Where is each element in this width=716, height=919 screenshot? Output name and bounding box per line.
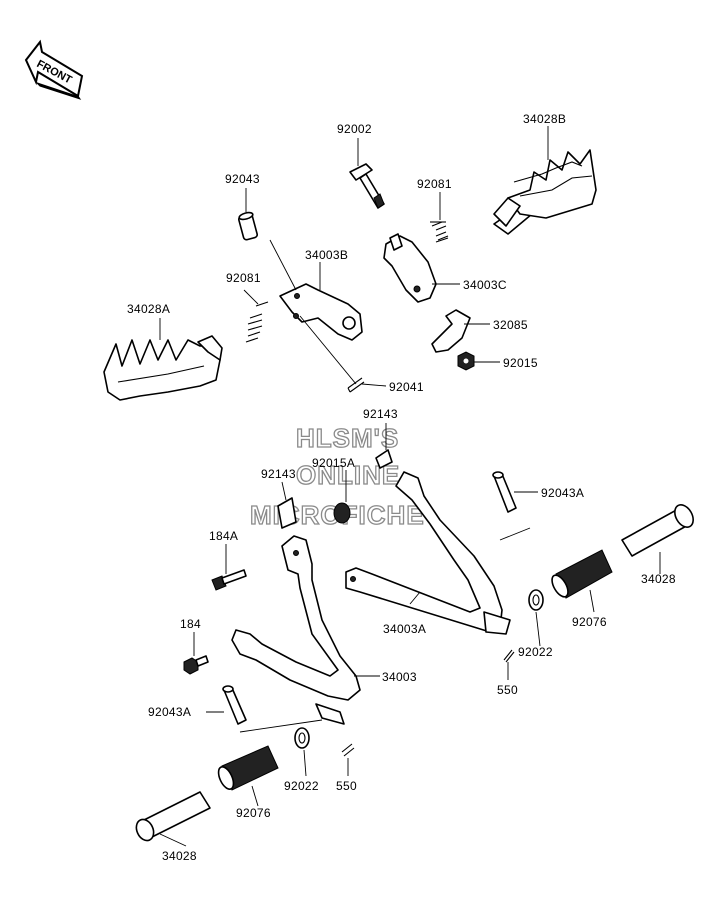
spring-92081-left-drawing [245,301,269,343]
leader-lines [159,126,661,847]
watermark-line-1: HLSM'S [296,423,399,453]
label-34003: 34003 [382,670,417,684]
label-550-left: 550 [336,779,357,793]
label-34028-left: 34028 [162,849,197,863]
label-92081-left: 92081 [226,271,261,285]
pin-92043A-left-drawing [222,685,247,725]
label-92041: 92041 [389,380,424,394]
cotter-92041-drawing [347,377,365,393]
cotter-550-left-drawing [341,743,355,757]
clip-92143-top-drawing [375,449,393,469]
label-34003A: 34003A [383,622,426,636]
footpeg-34028-right-drawing [621,504,694,557]
front-arrow-icon: FRONT [24,39,84,100]
clip-32085-drawing [431,309,471,353]
spring-92081-right-drawing [430,221,449,243]
label-550-right: 550 [497,683,518,697]
rubber-92076-right-drawing [551,549,613,599]
footpeg-34028-left-drawing [135,791,211,842]
rubber-92076-left-drawing [217,745,279,791]
label-92043A-right: 92043A [541,486,584,500]
label-92081-right: 92081 [417,177,452,191]
bolt-184A-drawing [211,569,247,591]
label-92022-left: 92022 [284,779,319,793]
washer-92022-right-drawing [528,589,544,611]
step-bracket-34003-drawing [231,535,361,725]
label-184: 184 [180,617,201,631]
label-92143-left: 92143 [261,467,296,481]
clip-92143-left-drawing [277,497,297,529]
label-92076-right: 92076 [572,615,607,629]
collar-92015A-drawing [333,502,351,524]
label-34003B: 34003B [305,248,348,262]
label-34028-right: 34028 [641,572,676,586]
pin-92043A-right-drawing [492,471,517,513]
pin-92043-top-drawing [238,211,258,241]
label-92022-right: 92022 [518,645,553,659]
washer-92022-left-drawing [294,727,310,749]
step-bracket-34003A-drawing [345,471,511,635]
label-92043A-left: 92043A [148,705,191,719]
part-labels: 92002 34028B 92043 92081 34003B 92081 34… [127,112,676,863]
label-34028A: 34028A [127,302,170,316]
label-92015: 92015 [503,356,538,370]
label-92076-left: 92076 [236,806,271,820]
label-92002: 92002 [337,122,372,136]
label-92043-top: 92043 [225,172,260,186]
bolt-184-drawing [183,655,209,675]
cotter-550-right-drawing [503,649,515,663]
label-92143-top: 92143 [363,407,398,421]
label-32085: 32085 [493,318,528,332]
bracket-34003C-drawing [383,233,437,303]
label-92015A: 92015A [312,456,355,470]
bolt-92002-drawing [349,163,385,209]
footpeg-34028B-drawing [493,149,597,235]
nut-92015-drawing [457,351,475,371]
label-184A: 184A [209,529,238,543]
footpeg-34028A-drawing [103,335,223,401]
label-34003C: 34003C [463,278,507,292]
label-34028B: 34028B [523,112,566,126]
bracket-34003B-drawing [279,283,363,341]
